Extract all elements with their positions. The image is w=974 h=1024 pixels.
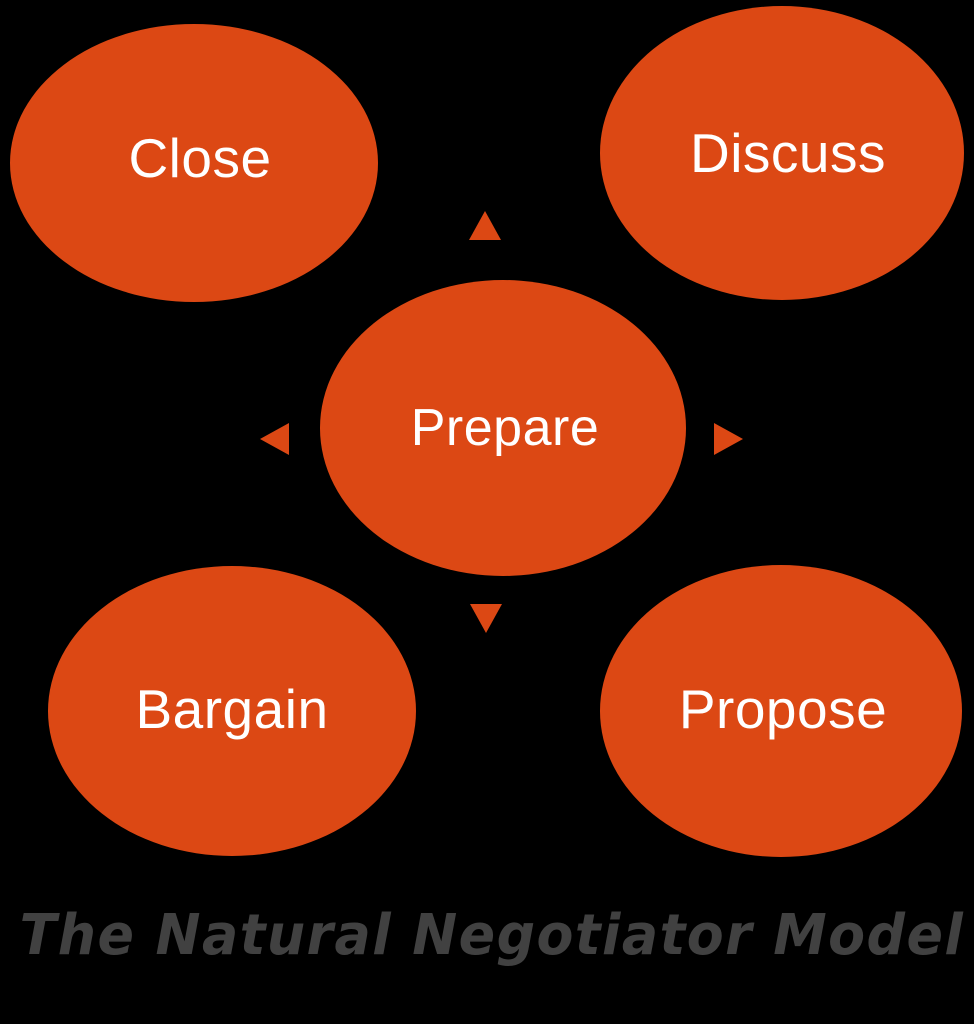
arrow-down-icon	[470, 604, 502, 633]
arrow-left-icon	[260, 423, 289, 455]
node-discuss-label: Discuss	[689, 121, 887, 184]
arrow-right-icon	[714, 423, 743, 455]
arrow-up-icon	[469, 211, 501, 240]
diagram-caption-text: The Natural Negotiator Model	[19, 903, 965, 968]
node-close[interactable]: Close	[10, 24, 378, 302]
node-propose[interactable]: Propose	[600, 565, 962, 857]
node-propose-label: Propose	[678, 677, 888, 740]
diagram-caption: The Natural Negotiator Model	[0, 908, 974, 964]
node-discuss[interactable]: Discuss	[600, 6, 964, 300]
node-bargain-label: Bargain	[135, 677, 329, 740]
node-prepare-label: Prepare	[410, 399, 600, 457]
node-close-label: Close	[128, 126, 272, 189]
node-prepare[interactable]: Prepare	[320, 280, 686, 576]
node-bargain[interactable]: Bargain	[48, 566, 416, 856]
